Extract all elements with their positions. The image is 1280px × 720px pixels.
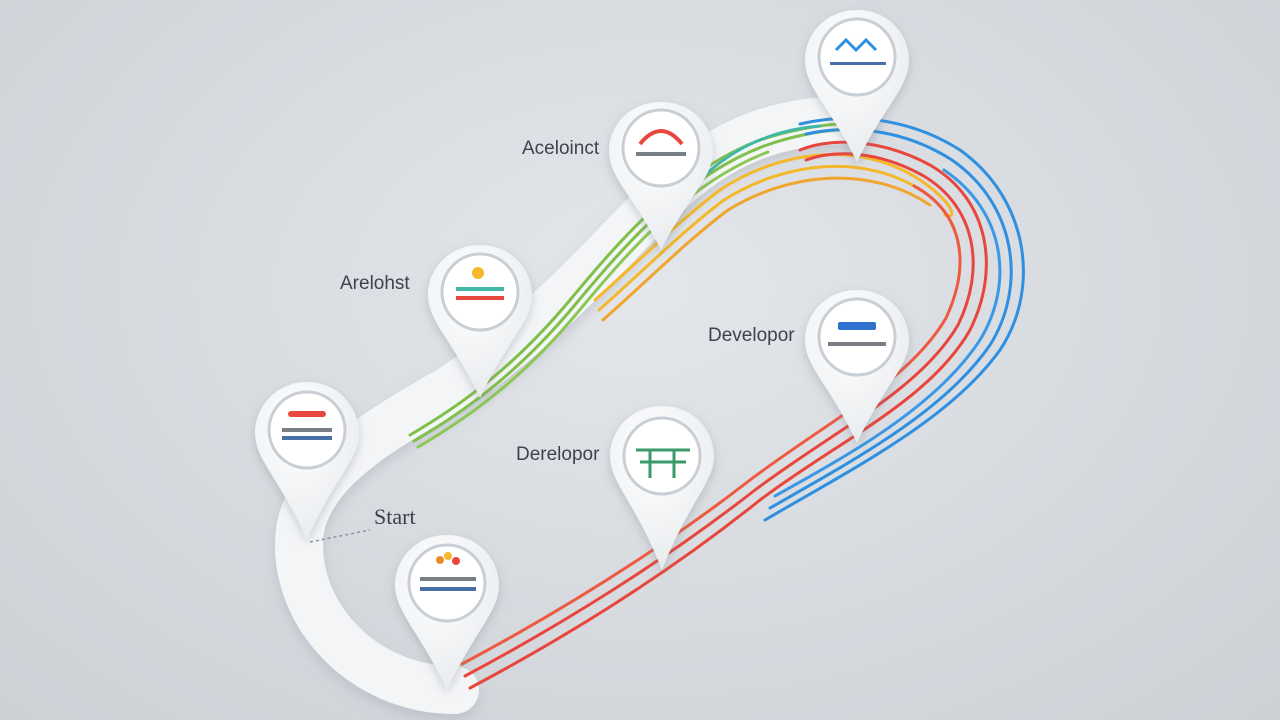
blue-text-icon [828,322,886,346]
pin-architect-top[interactable] [609,102,713,250]
orange-cluster-icon [420,552,476,591]
pin-start[interactable] [395,535,499,690]
blue-cluster-icon [830,37,886,65]
label-architect-top: Aceloinct [522,138,600,159]
pin-lower-left[interactable] [255,382,359,540]
pin-developer-low[interactable] [610,406,714,570]
start-pointer-line [309,529,371,543]
label-developer-right: Developor [708,325,795,346]
label-start: Start [374,504,416,529]
yellow-orange-lanes [593,153,954,322]
blue-lanes [763,116,1025,522]
red-cluster-icon [282,411,332,440]
label-architect-mid: Arelohst [340,273,410,294]
sun-cluster-icon [456,267,504,300]
red-lanes [460,140,988,690]
white-road [275,96,874,714]
pin-top[interactable] [805,10,909,162]
pin-developer-right[interactable] [805,290,909,443]
green-gate-icon [636,448,690,478]
label-developer-low: Derelopor [516,444,600,465]
red-arch-icon [636,129,686,156]
pin-architect-mid[interactable] [428,245,532,398]
